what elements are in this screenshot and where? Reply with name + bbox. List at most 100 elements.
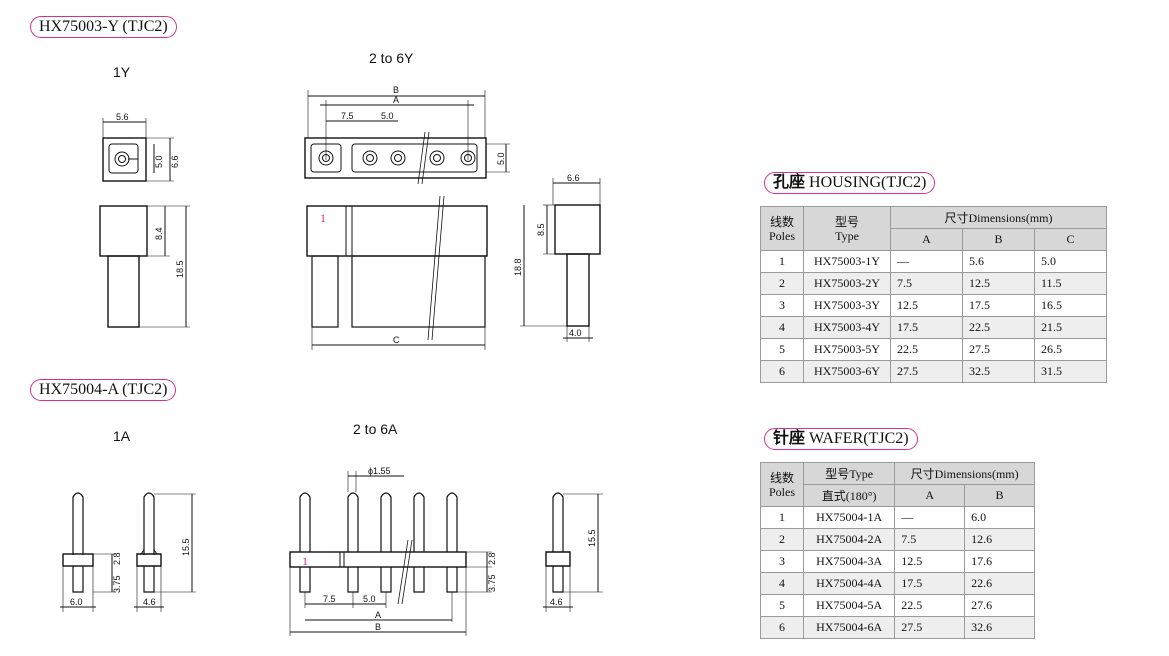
cell-c: 5.0: [1033, 250, 1108, 273]
housing-2to6y-top-view: B A 7.5 5.0 5.0: [304, 85, 510, 185]
dim-4-6-end: 4.6: [550, 597, 563, 607]
wafer-2to6a-front-view: ϕ1.55 1 2.8 3.75 7.5 5.0 A: [289, 466, 497, 636]
cell-b: 22.5: [961, 316, 1035, 339]
cell-type: HX75003-6Y: [803, 360, 891, 383]
cell-b: 12.6: [964, 528, 1035, 551]
cell-type: HX75003-5Y: [803, 338, 891, 361]
cell-b: 32.5: [961, 360, 1035, 383]
col-b: B: [961, 228, 1035, 251]
section-title-wafer-drawing: HX75004-A (TJC2): [30, 379, 177, 401]
col-type: 型号 Type: [803, 206, 891, 251]
dim-5-0-height: 5.0: [496, 152, 506, 165]
col-dimensions: 尺寸Dimensions(mm): [894, 462, 1035, 485]
cell-type: HX75003-2Y: [803, 272, 891, 295]
dim-4-6: 4.6: [143, 597, 156, 607]
cell-poles: 6: [760, 360, 804, 383]
cell-c: 16.5: [1033, 294, 1108, 317]
cell-a: 22.5: [890, 338, 963, 361]
cell-c: 21.5: [1033, 316, 1108, 339]
dim-C: C: [393, 335, 400, 345]
cell-type: HX75004-4A: [802, 572, 896, 595]
cell-b: 6.0: [964, 506, 1035, 529]
cell-poles: 5: [760, 338, 804, 361]
dim-4-0: 4.0: [569, 328, 582, 338]
cell-poles: 6: [760, 616, 804, 639]
cell-poles: 1: [760, 250, 804, 273]
dim-3-75-multi: 3.75: [487, 574, 497, 592]
dim-A-wafer: A: [375, 610, 381, 620]
col-poles-cn: 线数: [769, 214, 794, 229]
technical-drawing: 5.6 5.0 6.6 8.4 18.5 B A 7.5 5.0: [60, 85, 603, 636]
col-poles: 线数 Poles: [760, 206, 804, 251]
cell-a: 7.5: [890, 272, 963, 295]
col-a: A: [890, 228, 963, 251]
cell-b: 27.6: [964, 594, 1035, 617]
cell-a: 12.5: [890, 294, 963, 317]
cell-type: HX75003-3Y: [803, 294, 891, 317]
dim-5-0-wafer: 5.0: [363, 594, 376, 604]
cell-a: —: [894, 506, 966, 529]
cell-c: 11.5: [1033, 272, 1108, 295]
col-dimensions: 尺寸Dimensions(mm): [890, 206, 1107, 229]
cell-a: 12.5: [894, 550, 966, 573]
cell-poles: 4: [760, 316, 804, 339]
cell-type: HX75003-4Y: [803, 316, 891, 339]
wafer-title-cn: 针座: [773, 430, 806, 447]
col-type-cn: 型号: [834, 214, 859, 229]
dim-6-6-end: 6.6: [567, 173, 580, 183]
dim-B-wafer: B: [375, 622, 381, 632]
col-poles-cn: 线数: [769, 470, 794, 485]
dim-7-5-wafer: 7.5: [323, 594, 336, 604]
dim-A: A: [393, 95, 399, 105]
dim-6-0: 6.0: [70, 597, 83, 607]
cell-poles: 1: [760, 506, 804, 529]
wafer-end-view: 4.6 15.5: [543, 492, 603, 612]
view-label-1a: 1A: [113, 428, 131, 444]
col-type-en: Type: [835, 228, 859, 243]
col-c: C: [1033, 228, 1108, 251]
cell-type: HX75003-1Y: [803, 250, 891, 273]
housing-1y-top-view: 5.6 5.0 6.6: [102, 112, 180, 182]
cell-a: 22.5: [894, 594, 966, 617]
cell-a: —: [890, 250, 963, 273]
wafer-table-title: 针座 WAFER(TJC2): [764, 428, 918, 450]
view-label-1y: 1Y: [113, 64, 131, 80]
cell-b: 27.5: [961, 338, 1035, 361]
view-label-2to6y: 2 to 6Y: [369, 50, 414, 66]
housing-title-en: HOUSING(TJC2): [809, 174, 927, 191]
cell-b: 17.5: [961, 294, 1035, 317]
col-b: B: [964, 484, 1035, 507]
cell-poles: 2: [760, 272, 804, 295]
dim-7-5: 7.5: [341, 111, 354, 121]
dim-18-8: 18.8: [513, 258, 523, 276]
cell-b: 5.6: [961, 250, 1035, 273]
cell-type: HX75004-5A: [802, 594, 896, 617]
housing-table-title: 孔座 HOUSING(TJC2): [764, 172, 936, 194]
view-label-2to6a: 2 to 6A: [353, 421, 398, 437]
dim-18-5: 18.5: [175, 260, 185, 278]
dim-5-6: 5.6: [116, 112, 129, 122]
col-type-sub: 直式(180°): [802, 484, 896, 507]
cell-a: 27.5: [894, 616, 966, 639]
dim-3-75: 3.75: [112, 575, 122, 593]
housing-end-view: 6.6 8.5 18.8 4.0: [513, 173, 601, 342]
housing-table: 线数 Poles 型号 Type 尺寸Dimensions(mm) A B C …: [760, 206, 1108, 383]
col-a: A: [894, 484, 966, 507]
cell-a: 7.5: [894, 528, 966, 551]
dim-2-8-multi: 2.8: [487, 552, 497, 565]
housing-1y-side-view: 8.4 18.5: [99, 205, 190, 328]
cell-a: 27.5: [890, 360, 963, 383]
cell-b: 12.5: [961, 272, 1035, 295]
pin1-marker-wafer: 1: [302, 554, 308, 568]
dim-6-6: 6.6: [170, 155, 180, 168]
pin1-marker: 1: [320, 211, 326, 225]
housing-title-cn: 孔座: [773, 174, 806, 191]
cell-b: 17.6: [964, 550, 1035, 573]
dim-5-0: 5.0: [154, 155, 164, 168]
